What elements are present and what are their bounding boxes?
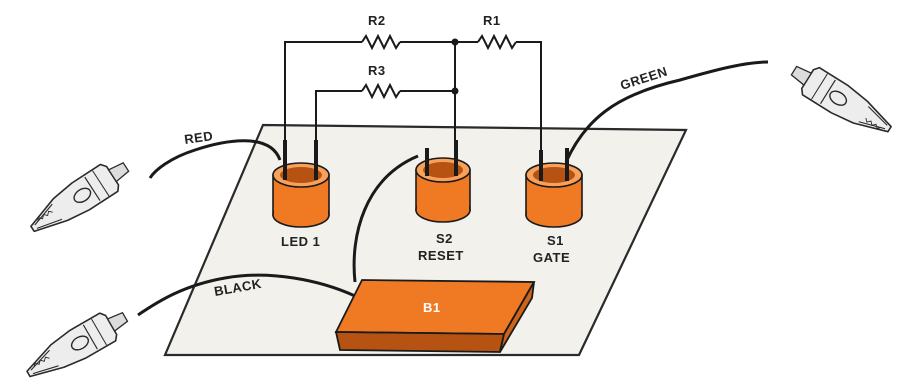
alligator-clip-left-bottom <box>19 302 134 388</box>
junction-dot-top <box>451 38 459 46</box>
label-s1-gate: GATE <box>533 250 570 265</box>
red-wire <box>148 139 282 179</box>
green-wire <box>564 60 769 163</box>
resistor-r1 <box>477 33 517 51</box>
battery-to-s2-wire <box>352 154 419 283</box>
switch-s2-reset <box>415 140 471 223</box>
r3-wire <box>315 90 362 158</box>
junction-dot-mid <box>451 87 459 95</box>
label-r2: R2 <box>368 13 386 28</box>
label-s1: S1 <box>547 233 564 248</box>
alligator-clip-left-top <box>22 152 136 243</box>
label-r3: R3 <box>368 63 386 78</box>
black-wire <box>137 273 356 317</box>
label-battery: B1 <box>423 300 441 315</box>
resistor-r2 <box>361 33 401 51</box>
label-led: LED 1 <box>281 234 320 249</box>
label-s2: S2 <box>436 231 453 246</box>
label-s2-reset: RESET <box>418 248 464 263</box>
resistor-r3 <box>361 82 401 100</box>
label-red-wire: RED <box>183 128 214 147</box>
led-1 <box>272 140 330 228</box>
r2-wire <box>284 41 362 158</box>
alligator-clip-right <box>784 56 899 145</box>
switch-s1-gate <box>525 148 583 228</box>
label-r1: R1 <box>483 13 501 28</box>
label-green-wire: GREEN <box>618 64 669 93</box>
battery-b1 <box>334 279 536 353</box>
